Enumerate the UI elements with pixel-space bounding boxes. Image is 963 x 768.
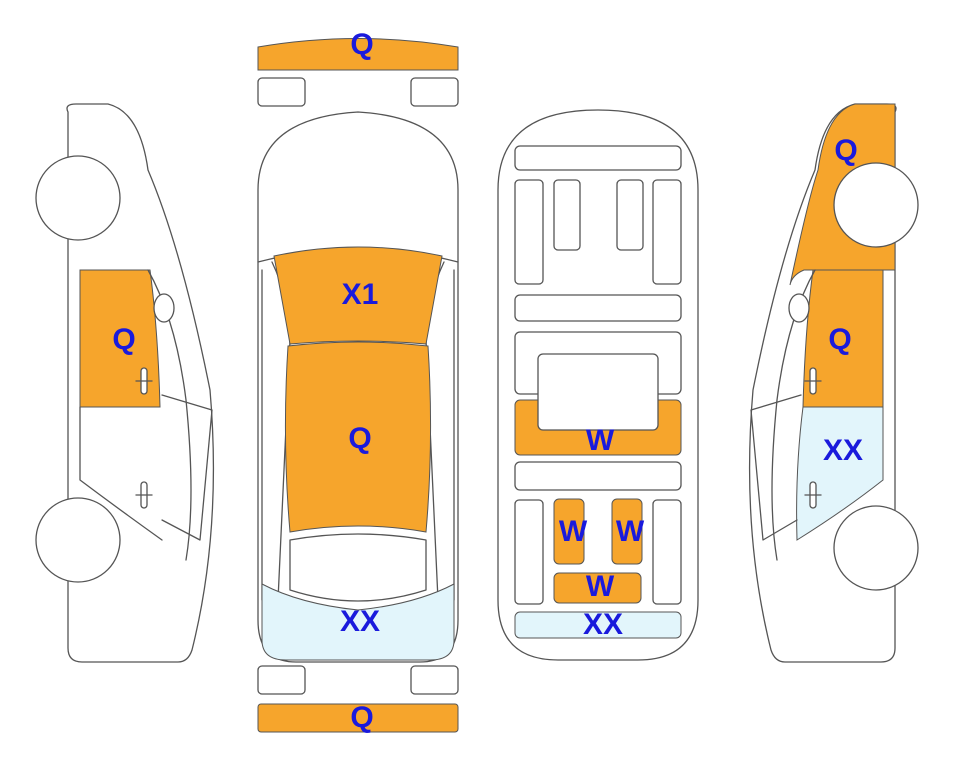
interior-right-vent bbox=[652, 179, 682, 285]
front-bumper-panel bbox=[257, 38, 459, 71]
left-rear-wheel bbox=[35, 497, 121, 583]
interior-right-front-seat bbox=[616, 179, 644, 251]
left-side-view: Q bbox=[35, 103, 215, 663]
interior-floor-label: W bbox=[586, 424, 615, 457]
right-front-door-label: XX bbox=[823, 434, 863, 467]
right-front-wheel bbox=[833, 505, 919, 591]
interior-right-seat-label: W bbox=[616, 515, 645, 548]
interior-rear-bench bbox=[514, 461, 682, 491]
right-rear-door-label: Q bbox=[828, 323, 851, 356]
left-front-door-label: Q bbox=[112, 323, 135, 356]
rear-glass-label: XX bbox=[340, 605, 380, 638]
interior-left-seat-label: W bbox=[559, 515, 588, 548]
interior-trunk-label: XX bbox=[583, 608, 623, 641]
right-rear-quarter-label: Q bbox=[834, 134, 857, 167]
left-side-window-line-2 bbox=[161, 394, 213, 541]
left-front-door-panel bbox=[79, 269, 161, 408]
rear-bumper-panel bbox=[257, 703, 459, 733]
interior-right-seat-panel bbox=[611, 498, 643, 565]
top-view: Q X1 Q XX Q bbox=[257, 28, 459, 734]
left-side-rocker-line bbox=[79, 406, 163, 541]
interior-sunroof bbox=[537, 353, 659, 431]
interior-rear-right-side bbox=[652, 499, 682, 605]
interior-rear-seat-label: W bbox=[586, 570, 615, 603]
hood-panel bbox=[273, 246, 443, 345]
rear-bumper-label: Q bbox=[350, 701, 373, 734]
right-rear-wheel bbox=[833, 162, 919, 248]
rear-glass-panel bbox=[261, 583, 455, 661]
right-front-door-panel bbox=[796, 406, 884, 541]
rear-window-outline bbox=[289, 533, 427, 602]
right-mirror bbox=[788, 293, 810, 323]
interior-left-seat-panel bbox=[553, 498, 585, 565]
front-right-light bbox=[410, 77, 459, 107]
right-side-view: Q Q XX bbox=[748, 103, 919, 663]
interior-console bbox=[514, 294, 682, 322]
roof-panel bbox=[284, 341, 432, 533]
interior-left-front-seat bbox=[553, 179, 581, 251]
interior-rear-seat-panel bbox=[553, 572, 642, 604]
front-left-light bbox=[257, 77, 306, 107]
interior-view: W W W W XX bbox=[497, 109, 699, 661]
roof-label: Q bbox=[348, 422, 371, 455]
hood-label: X1 bbox=[342, 278, 379, 311]
interior-dash bbox=[514, 145, 682, 171]
front-bumper-label: Q bbox=[350, 28, 373, 61]
left-mirror bbox=[153, 293, 175, 323]
interior-left-vent bbox=[514, 179, 544, 285]
rear-right-light bbox=[410, 665, 459, 695]
left-front-wheel bbox=[35, 155, 121, 241]
rear-left-light bbox=[257, 665, 306, 695]
interior-rear-left-side bbox=[514, 499, 544, 605]
interior-trunk-panel bbox=[514, 611, 682, 639]
right-side-window-line-2 bbox=[750, 394, 802, 541]
